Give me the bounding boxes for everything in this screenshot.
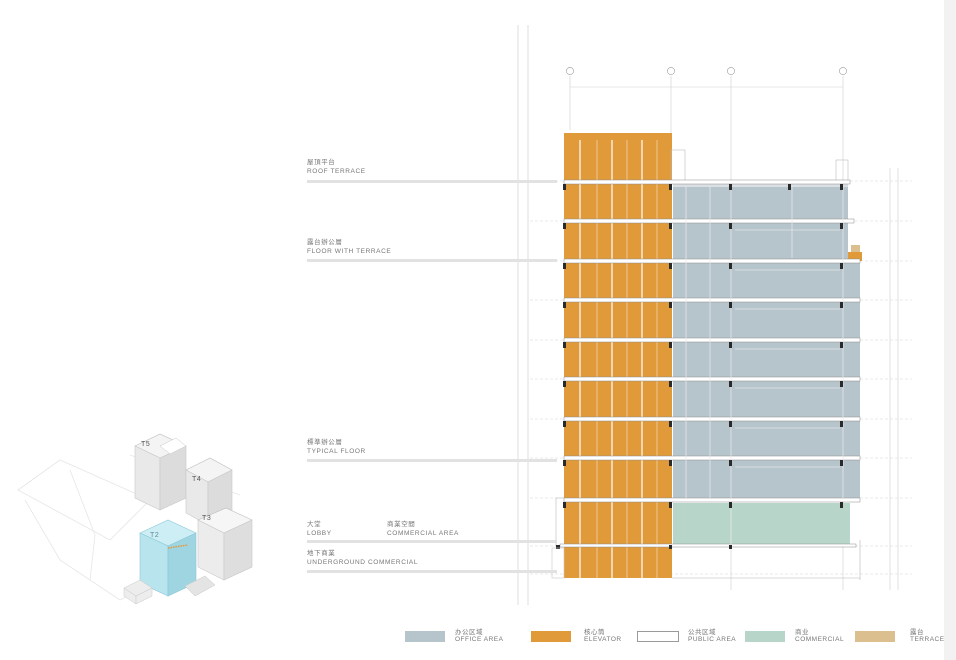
elevator-core (564, 133, 672, 578)
legend-swatch-public (637, 631, 679, 642)
leader-roof-terrace (307, 180, 557, 183)
tower-t5 (134, 433, 187, 511)
massing-label-t2: T2 (150, 532, 160, 539)
legend-swatch-elevator (531, 631, 571, 642)
tower-t3 (197, 507, 253, 581)
floor-slabs (559, 179, 861, 548)
leader-floor-with-terrace (307, 259, 557, 262)
legend-terrace: 露台 TERRACE (855, 628, 944, 644)
terrace-slab (848, 252, 862, 261)
massing-label-t5: T5 (141, 441, 151, 448)
leader-typical-floor (307, 459, 557, 462)
page-edge-strip (944, 0, 956, 660)
label-roof-terrace: 屋頂平台 ROOF TERRACE (307, 158, 366, 175)
low-block (123, 579, 153, 605)
legend-swatch-commercial (745, 631, 785, 642)
legend-swatch-terrace (855, 631, 895, 642)
label-typical-floor: 標準辦公層 TYPICAL FLOOR (307, 438, 366, 455)
tower-t2-highlighted (139, 519, 216, 597)
legend-commercial: 商业 COMMERCIAL (745, 628, 845, 644)
legend-elevator: 核心筒 ELEVATOR (531, 628, 631, 644)
legend-swatch-office (405, 631, 445, 642)
tower-t4 (185, 457, 233, 526)
label-underground-commercial: 地下商業 UNDERGROUND COMMERCIAL (307, 549, 419, 566)
massing-label-t4: T4 (192, 476, 202, 483)
massing-diagram (17, 433, 253, 605)
leader-underground (307, 570, 557, 573)
commercial-area (673, 503, 850, 545)
legend-public-area: 公共区域 PUBLIC AREA (637, 628, 737, 644)
label-floor-with-terrace: 露台辦公層 FLOOR WITH TERRACE (307, 238, 392, 255)
legend-office-area: 办公区域 OFFICE AREA (405, 628, 505, 644)
label-commercial-area: 商業空間 COMMERCIAL AREA (387, 520, 459, 537)
label-lobby: 大堂 LOBBY (307, 520, 332, 537)
leader-lobby (307, 540, 557, 543)
massing-label-t3: T3 (202, 515, 212, 522)
